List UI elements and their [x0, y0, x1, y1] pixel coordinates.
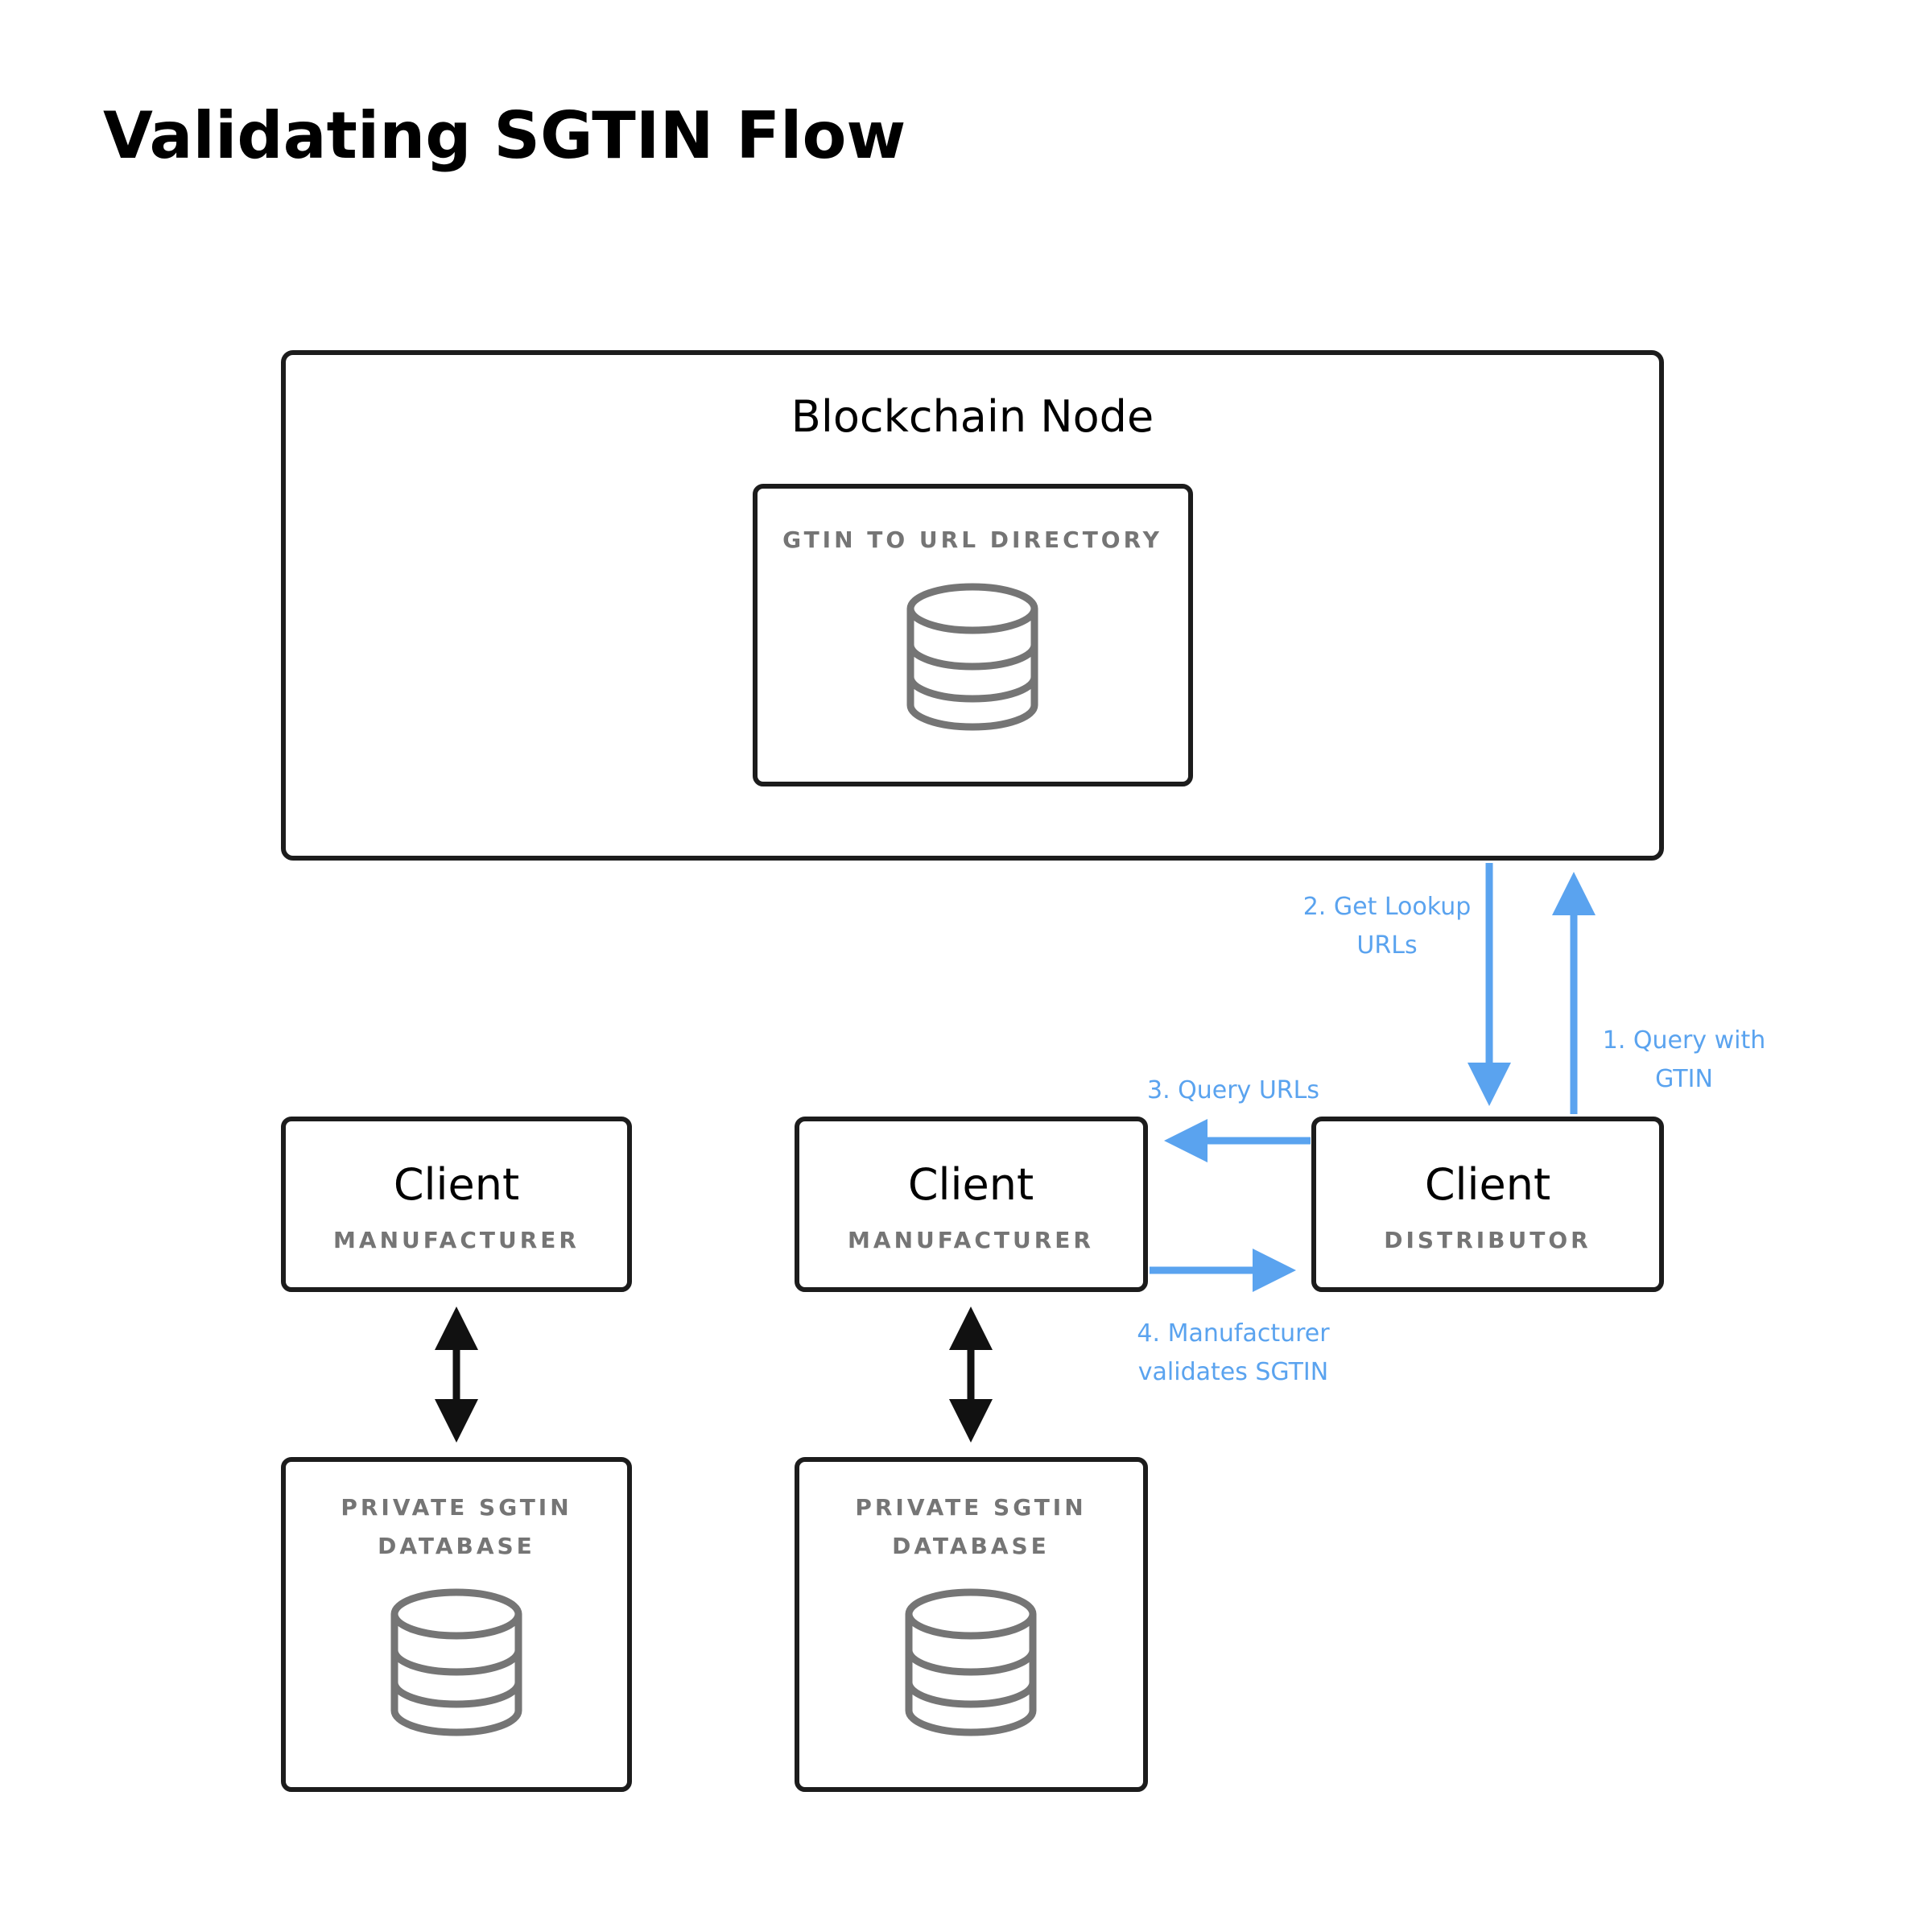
database-label-line2: DATABASE — [378, 1533, 535, 1559]
client-role: MANUFACTURER — [333, 1227, 580, 1253]
client-role: MANUFACTURER — [848, 1227, 1094, 1253]
edge-query-gtin-label-line1: 1. Query with — [1603, 1026, 1766, 1055]
client-distributor-box — [1311, 1117, 1664, 1292]
edge-validates-sgtin-label-line1: 4. Manufacturer — [1137, 1319, 1330, 1348]
client-title: Client — [394, 1159, 519, 1210]
client-manufacturer-2: Client MANUFACTURER — [795, 1117, 1148, 1292]
database-label-line1: PRIVATE SGTIN — [341, 1494, 572, 1521]
client-title: Client — [1425, 1159, 1550, 1210]
database-label-line1: PRIVATE SGTIN — [855, 1494, 1086, 1521]
client-manufacturer-1-box — [281, 1117, 632, 1292]
private-sgtin-database-1: PRIVATE SGTIN DATABASE — [281, 1457, 632, 1792]
edge-query-gtin-label-line2: GTIN — [1655, 1065, 1713, 1093]
client-role: DISTRIBUTOR — [1384, 1227, 1591, 1253]
edge-query-urls-label: 3. Query URLs — [1147, 1076, 1319, 1104]
client-distributor: Client DISTRIBUTOR — [1311, 1117, 1664, 1292]
edge-validates-sgtin-label-line2: validates SGTIN — [1138, 1358, 1328, 1386]
edge-get-lookup-urls-label-line2: URLs — [1356, 931, 1417, 960]
page-title: Validating SGTIN Flow — [103, 98, 906, 173]
client-manufacturer-2-box — [795, 1117, 1148, 1292]
gtin-directory-box — [753, 484, 1193, 786]
database-label-line2: DATABASE — [892, 1533, 1050, 1559]
edge-get-lookup-urls-label-line1: 2. Get Lookup — [1303, 893, 1472, 921]
database-icon — [905, 1588, 1037, 1736]
gtin-directory: GTIN TO URL DIRECTORY — [753, 484, 1193, 786]
database-icon — [390, 1588, 522, 1736]
gtin-directory-label: GTIN TO URL DIRECTORY — [782, 526, 1162, 553]
client-title: Client — [908, 1159, 1034, 1210]
blockchain-node-title: Blockchain Node — [791, 391, 1154, 442]
private-sgtin-database-2: PRIVATE SGTIN DATABASE — [795, 1457, 1148, 1792]
database-icon — [906, 583, 1038, 731]
private-sgtin-database-1-box — [281, 1457, 632, 1792]
private-sgtin-database-2-box — [795, 1457, 1148, 1792]
client-manufacturer-1: Client MANUFACTURER — [281, 1117, 632, 1292]
